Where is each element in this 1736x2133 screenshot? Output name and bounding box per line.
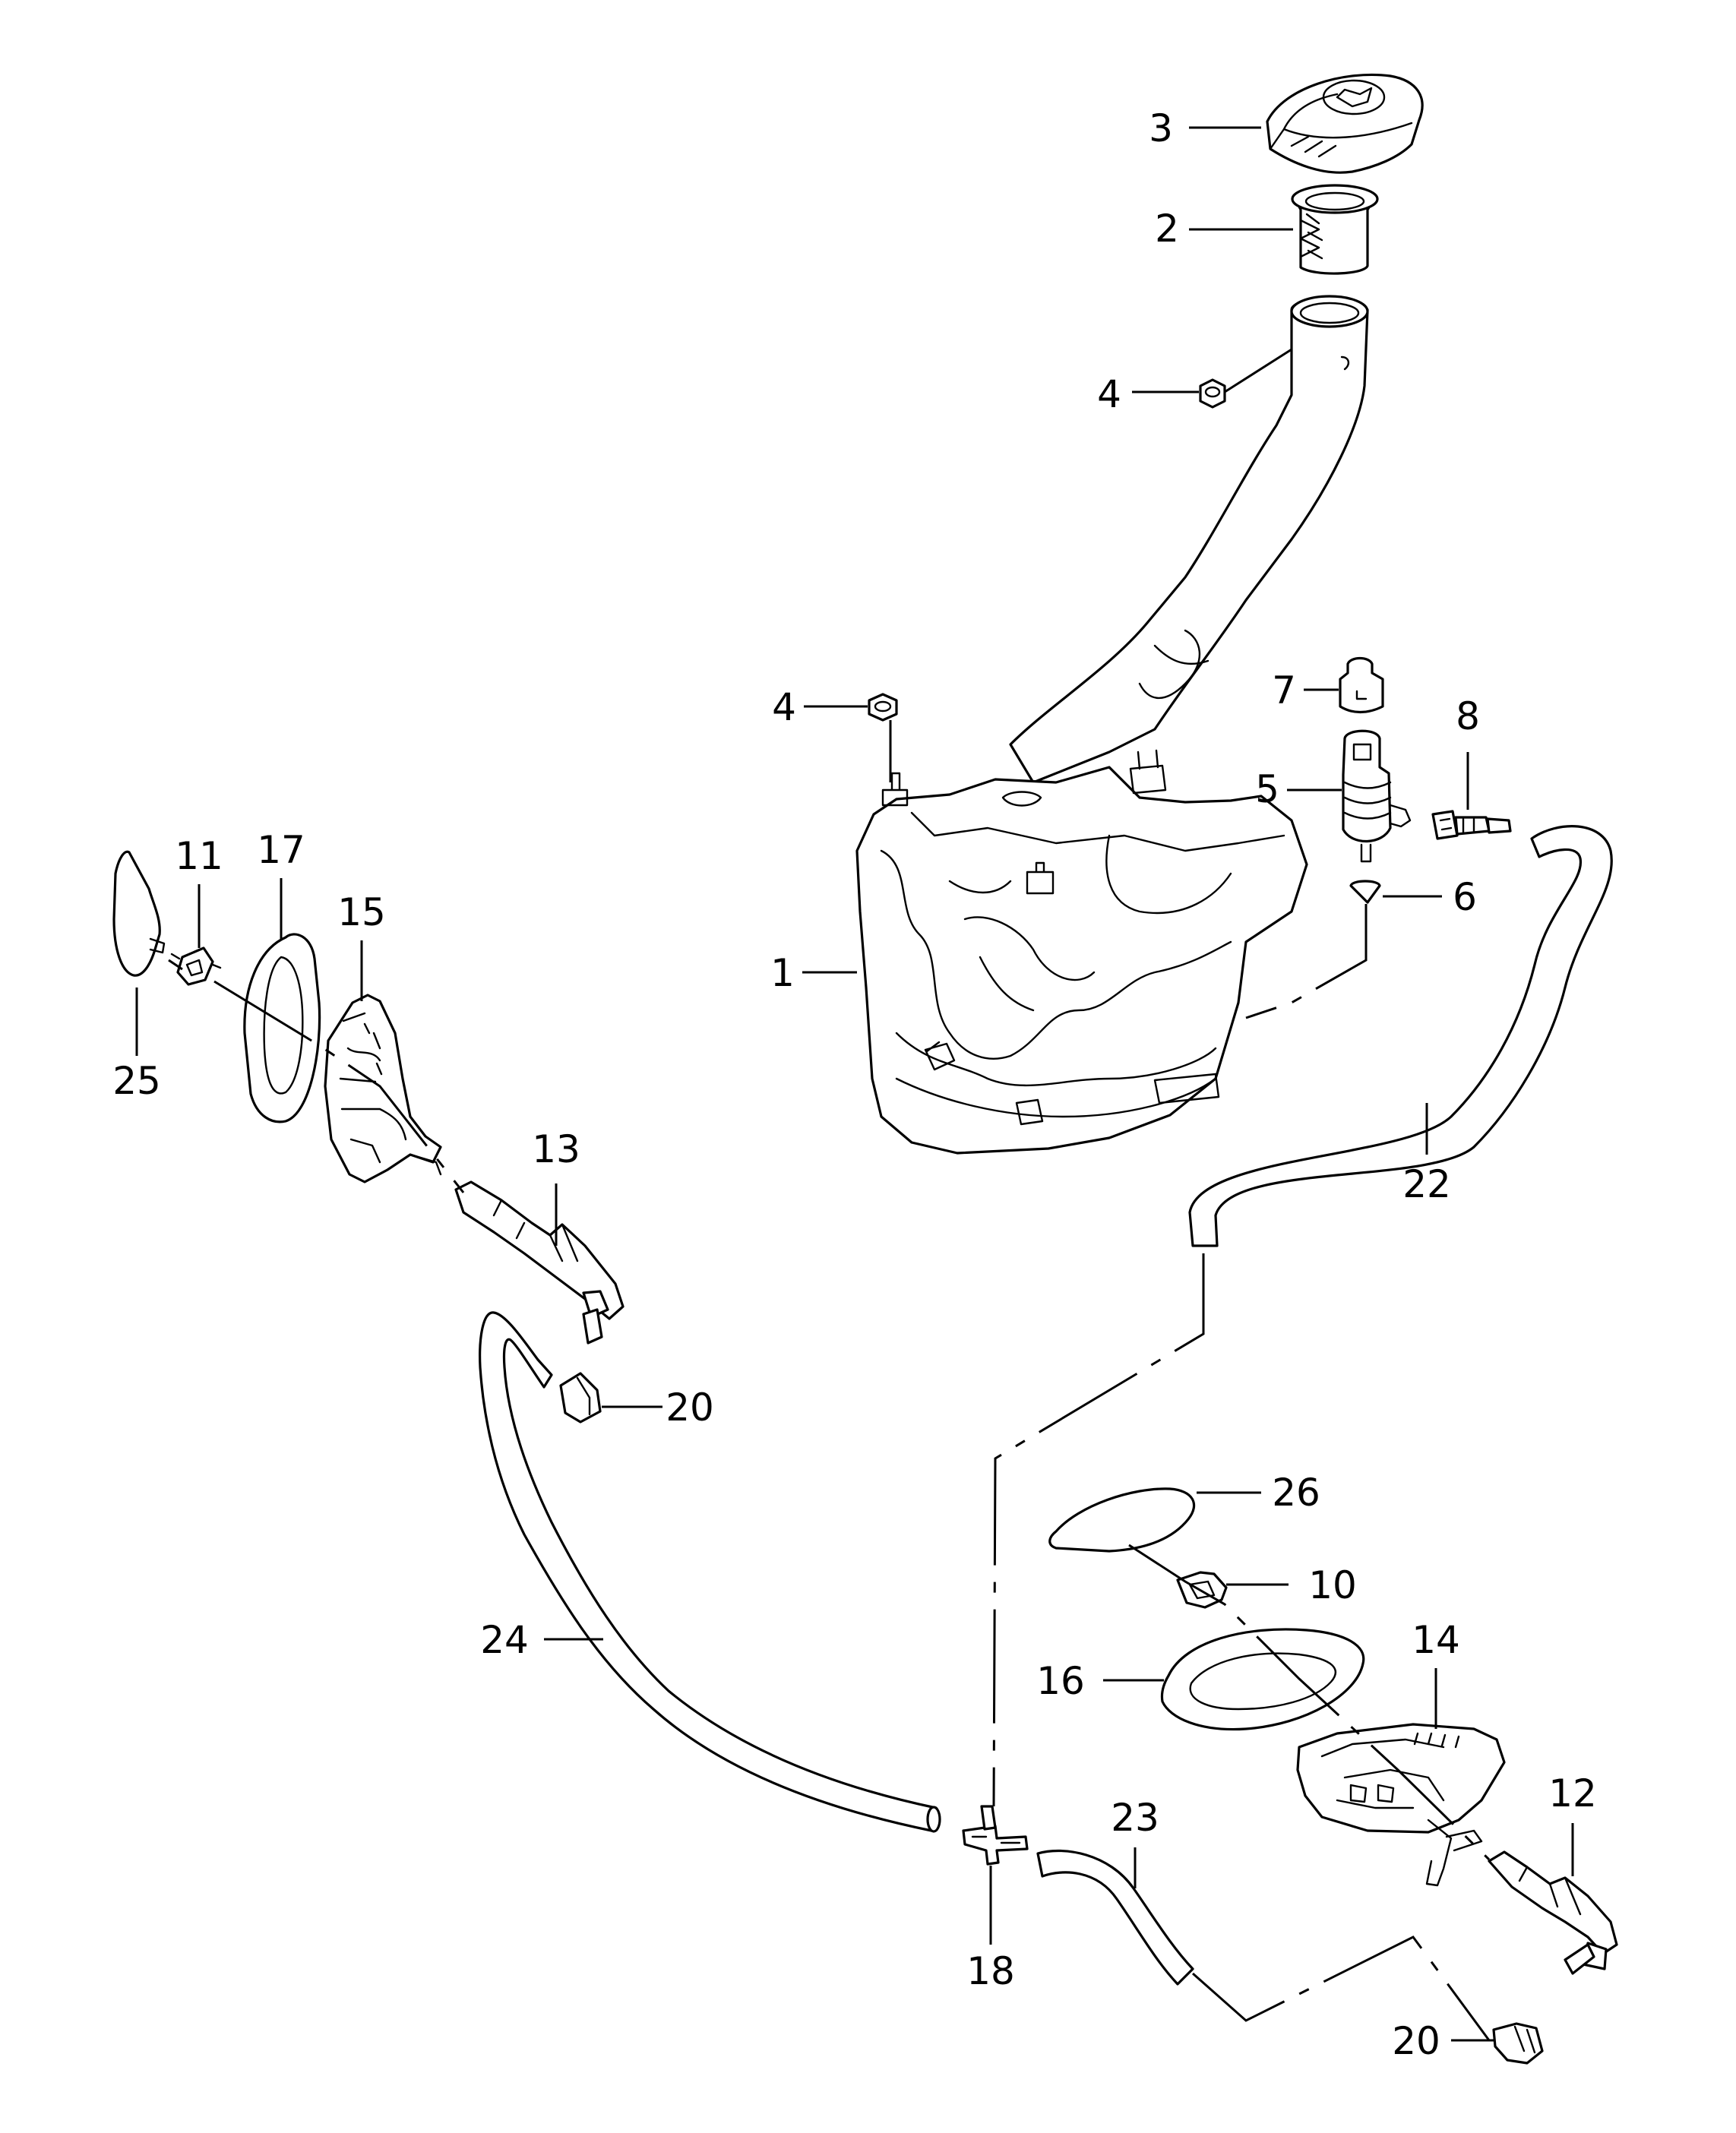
callout-13: 13 [532,1127,580,1171]
callout-14: 14 [1412,1618,1460,1662]
part-20-connector-right[interactable] [1492,2022,1544,2065]
part-8-hose-connector[interactable] [1431,810,1512,840]
callout-24: 24 [480,1618,529,1662]
callout-25: 25 [112,1059,161,1103]
callout-16: 16 [1036,1659,1085,1703]
callout-7: 7 [1272,668,1296,713]
callout-15: 15 [337,890,386,934]
callout-2: 2 [1155,207,1179,251]
callout-12: 12 [1548,1771,1597,1815]
part-24-long-hose[interactable] [479,1311,941,1833]
callout-17: 17 [257,828,305,872]
part-18-t-piece[interactable] [962,1805,1029,1866]
part-20-connector-left[interactable] [559,1372,602,1424]
part-22-washer-hose[interactable] [1188,825,1613,1247]
callout-20-right: 20 [1392,2019,1440,2063]
part-3-filler-cap[interactable] [1266,73,1424,174]
part-11-retaining-clip[interactable] [170,946,222,986]
part-5-washer-pump[interactable] [1342,729,1412,863]
callout-1: 1 [770,951,795,995]
part-26-cover-cap-right[interactable] [1048,1487,1196,1553]
part-13-washer-nozzle-left[interactable] [454,1180,625,1345]
part-4-nut-upper[interactable] [1199,378,1226,409]
callout-4-lower: 4 [772,685,796,729]
callout-8: 8 [1456,694,1480,738]
part-17-seal-frame-left[interactable] [243,933,321,1123]
part-12-washer-nozzle-right[interactable] [1488,1850,1618,1975]
part-16-seal-frame-right[interactable] [1160,1628,1365,1731]
callout-22: 22 [1402,1162,1451,1206]
callout-26: 26 [1272,1471,1320,1515]
callout-3: 3 [1149,106,1173,150]
callout-20-left: 20 [666,1386,714,1430]
leader-lines [135,126,1574,2042]
part-2-strainer[interactable] [1291,184,1379,275]
callout-11: 11 [175,834,223,878]
callout-23: 23 [1111,1796,1159,1840]
part-23-short-hose[interactable] [1036,1849,1194,1986]
part-7-pump-cap[interactable] [1339,656,1384,714]
part-25-cover-cap-left[interactable] [112,850,166,977]
callout-10: 10 [1308,1563,1357,1607]
callout-6: 6 [1453,875,1477,919]
assembly-dash-lines [168,904,1491,2041]
part-6-grommet[interactable] [1349,880,1381,904]
part-1-washer-reservoir[interactable] [855,295,1369,1155]
part-4-nut-lower[interactable] [868,693,898,722]
callout-18: 18 [966,1949,1015,1993]
callout-labels: 3 2 4 4 7 8 5 6 1 22 11 17 15 25 13 20 2… [112,106,1597,2063]
callout-4-upper: 4 [1097,372,1121,416]
part-14-bracket-right[interactable] [1296,1723,1506,1887]
callout-5: 5 [1255,767,1279,811]
